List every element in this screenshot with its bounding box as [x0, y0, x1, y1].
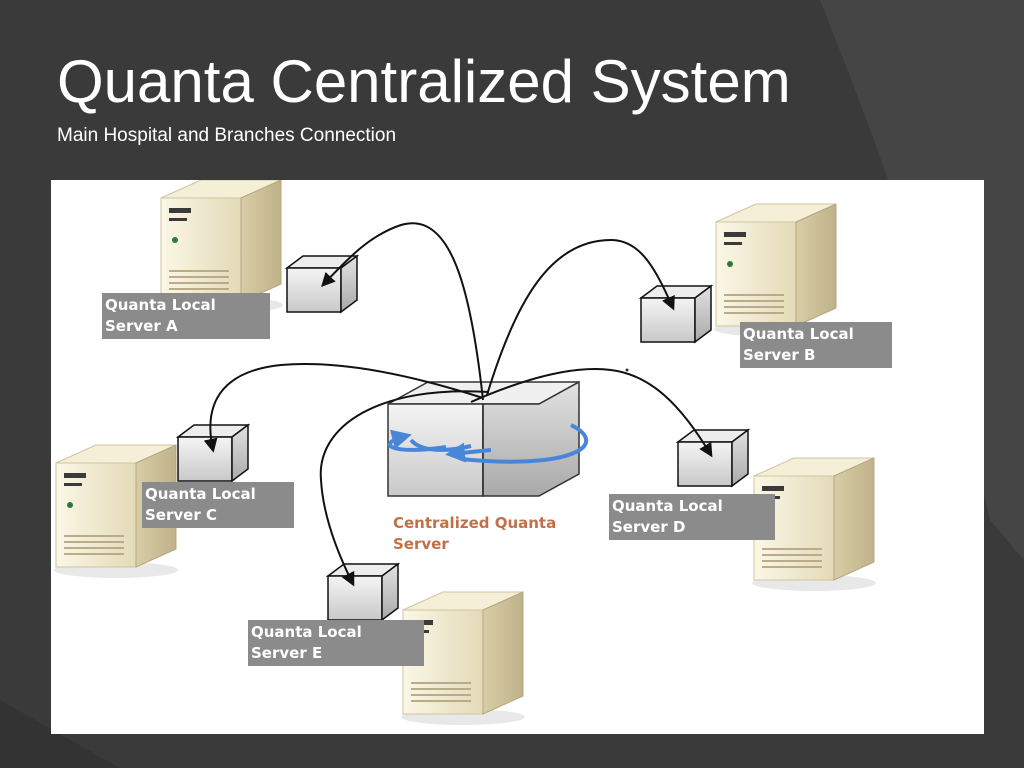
server-d-label: Quanta Local Server D: [609, 494, 775, 540]
connection-arrow-d: [470, 368, 713, 458]
node-d-box-icon: [677, 429, 749, 487]
server-c-label: Quanta Local Server C: [142, 482, 294, 528]
page-title: Quanta Centralized System: [57, 48, 791, 115]
connection-arrow-c: [203, 363, 484, 453]
server-e-label: Quanta Local Server E: [248, 620, 424, 666]
connection-arrow-b: [486, 238, 675, 396]
network-diagram: [53, 180, 877, 726]
connection-arrows: [203, 222, 713, 587]
connection-arrow-e: [319, 390, 490, 587]
central-server-label: Centralized Quanta Server: [393, 514, 557, 553]
node-b-box-icon: [640, 285, 712, 343]
node-a-box-icon: [286, 255, 358, 313]
server-b-label: Quanta Local Server B: [740, 322, 892, 368]
connection-arrow-a: [321, 222, 484, 401]
sync-arrow-icon: [387, 423, 589, 464]
node-c-box-icon: [177, 424, 249, 482]
central-server-cube-icon: [387, 380, 580, 497]
node-e-box-icon: [327, 563, 399, 621]
diagram-panel: Quanta Local Server A Quanta Local Serve…: [51, 180, 984, 734]
server-b-tower-icon: [713, 203, 839, 338]
page-subtitle: Main Hospital and Branches Connection: [57, 125, 397, 146]
server-a-label: Quanta Local Server A: [102, 293, 270, 339]
